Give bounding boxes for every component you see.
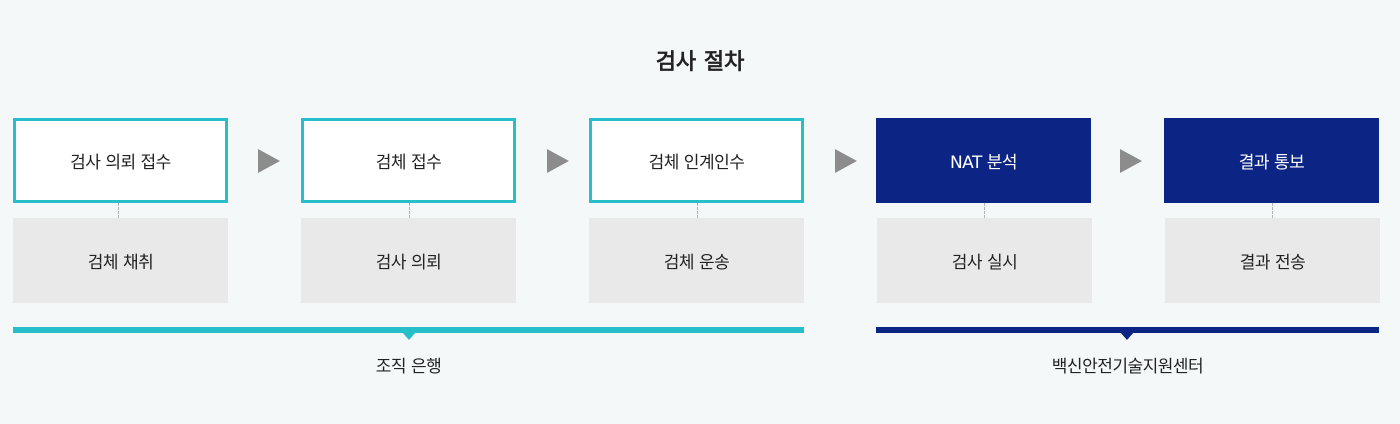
step-4-connector [984,203,985,218]
step-4-sub-box: 검사 실시 [877,218,1092,303]
group-1-pointer [402,332,416,340]
step-2-connector [409,203,410,218]
arrow-right-icon [258,149,280,173]
arrow-right-icon [547,149,569,173]
step-2-sub-box: 검사 의뢰 [301,218,516,303]
arrow-right-icon [1120,149,1142,173]
diagram-title: 검사 절차 [655,50,745,75]
group-1-label: 조직 은행 [375,357,442,377]
step-5-box: 결과 통보 [1164,118,1379,203]
step-3-connector [697,203,698,218]
step-1-connector [118,203,119,218]
step-1-sub-box: 검체 채취 [13,218,228,303]
arrow-right-icon [835,149,857,173]
group-2-bar [876,327,1379,333]
group-1-bar [13,327,804,333]
step-5-sub-box: 결과 전송 [1165,218,1380,303]
group-2-label: 백신안전기술지원센터 [1051,357,1204,377]
step-5-connector [1272,203,1273,218]
step-1-box: 검사 의뢰 접수 [13,118,228,203]
step-2-box: 검체 접수 [301,118,516,203]
group-2-pointer [1120,332,1134,340]
step-4-box: NAT 분석 [876,118,1091,203]
step-3-sub-box: 검체 운송 [589,218,804,303]
step-3-box: 검체 인계인수 [589,118,804,203]
